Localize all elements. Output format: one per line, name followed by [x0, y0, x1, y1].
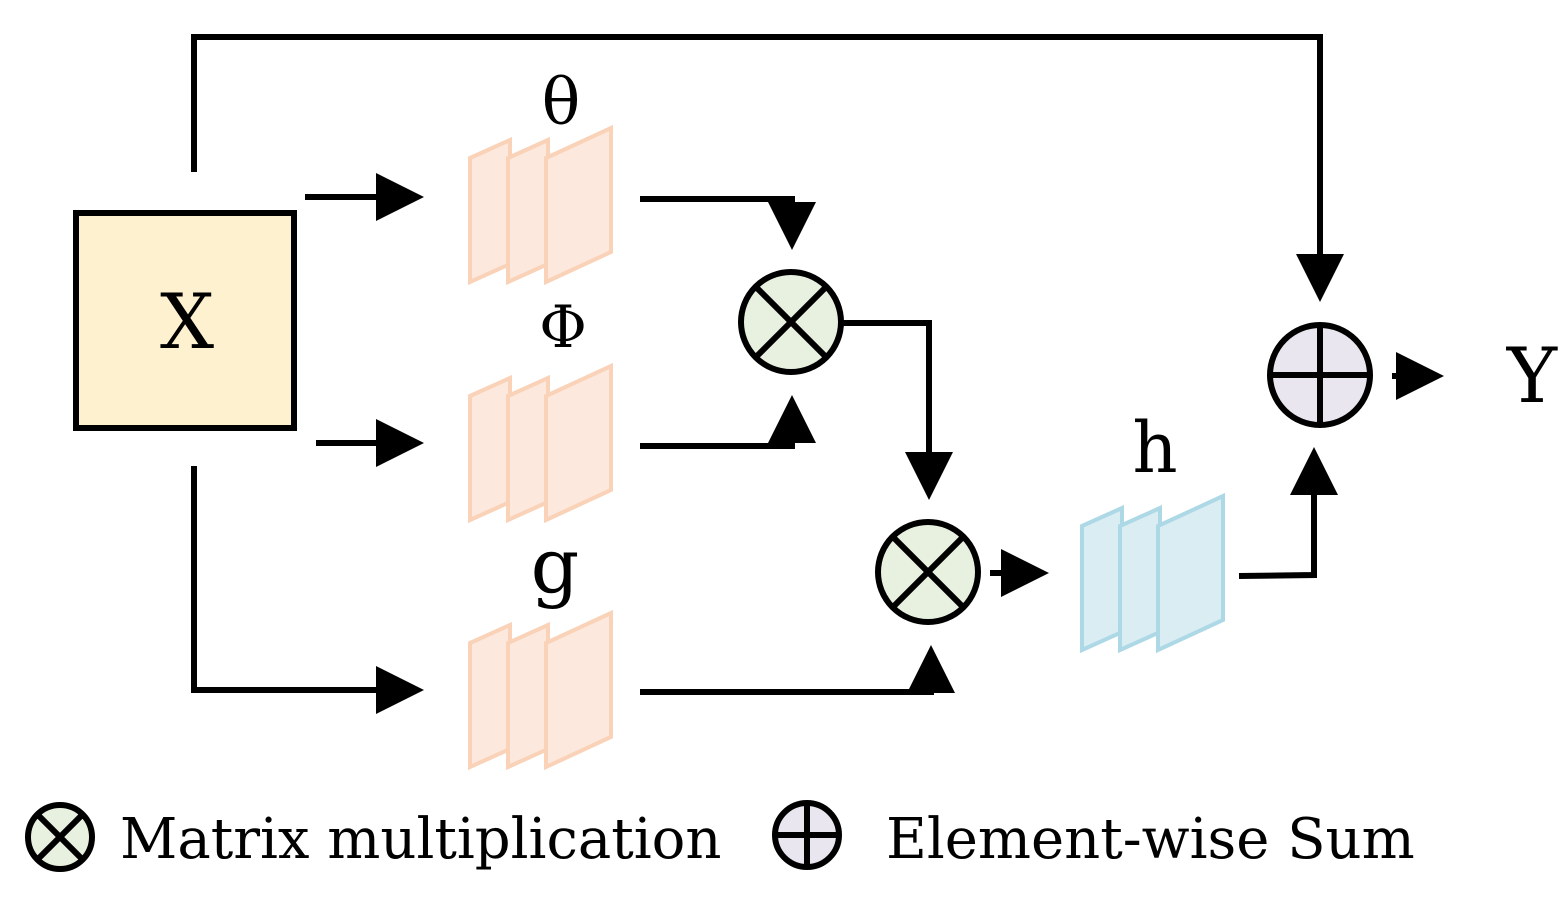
theta-to-multiply-wire	[640, 196, 816, 250]
matrix-multiply-operator-1	[738, 269, 844, 375]
legend: Matrix multiplication Element-wise Sum	[25, 800, 1415, 872]
connection-wires	[191, 34, 1444, 714]
multiply1-to-multiply2-wire	[843, 320, 953, 500]
output-y-label: Y	[1506, 331, 1558, 420]
legend-multiply-label: Matrix multiplication	[120, 807, 721, 872]
g-label: g	[531, 521, 580, 610]
legend-sum-label: Element-wise Sum	[886, 807, 1415, 872]
phi-to-multiply-wire	[640, 395, 816, 449]
input-x-node: X	[73, 210, 297, 431]
x-to-g-wire	[191, 466, 424, 714]
attention-output-h-feature-map: h	[1080, 407, 1225, 652]
legend-sum-icon	[772, 800, 842, 870]
skip-connection-wire	[191, 34, 1344, 302]
g-to-multiply2-wire	[640, 645, 955, 695]
h-label: h	[1132, 407, 1177, 489]
matrix-multiply-operator-2	[875, 519, 981, 625]
branch-theta-feature-map: θ	[468, 66, 613, 284]
h-to-sum-wire	[1238, 447, 1338, 579]
legend-multiply-icon	[25, 802, 95, 872]
phi-label: Φ	[539, 293, 587, 361]
element-wise-sum-operator	[1267, 322, 1373, 428]
branch-phi-feature-map: Φ	[468, 293, 613, 522]
branch-g-feature-map: g	[468, 521, 613, 769]
theta-label: θ	[542, 66, 581, 140]
input-x-label: X	[160, 277, 214, 366]
